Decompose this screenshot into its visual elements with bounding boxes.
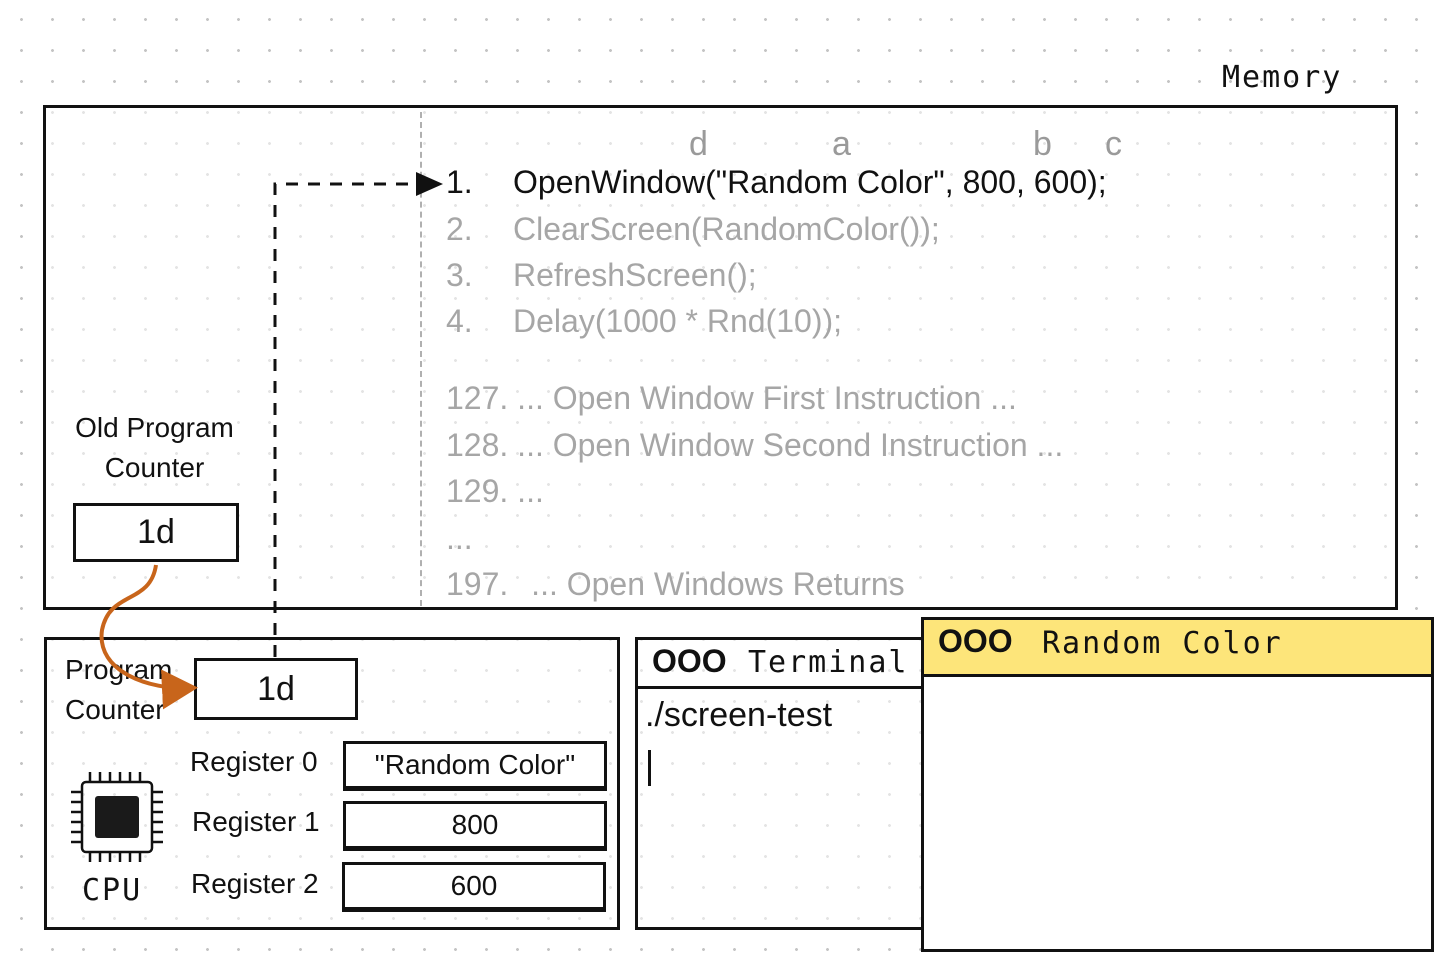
- code-line-ellipsis: ...: [446, 520, 473, 557]
- arg-letter-b: b: [1033, 125, 1052, 163]
- terminal-titlebar: [635, 637, 935, 689]
- line-text: RefreshScreen();: [513, 257, 757, 293]
- line-number: 127.: [446, 380, 509, 416]
- arg-letter-a: a: [832, 125, 851, 163]
- random-color-window-controls[interactable]: OOO: [938, 623, 1013, 659]
- program-counter-box: 1d: [194, 658, 358, 720]
- old-program-counter-box: 1d: [73, 503, 239, 562]
- line-text: ...: [517, 473, 544, 509]
- memory-title: Memory: [1222, 60, 1343, 95]
- line-text: ... Open Window First Instruction ...: [517, 380, 1017, 416]
- register-1-box: 800: [343, 801, 607, 849]
- line-text: ClearScreen(RandomColor());: [513, 211, 940, 247]
- program-counter-label: Program Counter: [65, 654, 173, 725]
- memory-panel: [43, 105, 1398, 610]
- line-number: 1.: [446, 164, 473, 200]
- code-line-129: 129. ...: [446, 473, 544, 510]
- terminal-command: ./screen-test: [645, 696, 833, 734]
- code-line-128: 128. ... Open Window Second Instruction …: [446, 427, 1063, 464]
- random-color-titlebar: [921, 617, 1434, 677]
- line-number: 129.: [446, 473, 509, 509]
- line-text: ... Open Windows Returns: [531, 566, 905, 602]
- cpu-chip-icon: [71, 772, 163, 862]
- terminal-title: Terminal: [748, 645, 909, 680]
- old-program-counter-label: Old Program Counter: [75, 412, 234, 483]
- line-number: 128.: [446, 427, 509, 463]
- arg-letter-d: d: [689, 125, 708, 163]
- line-number: 2.: [446, 211, 473, 247]
- line-text: OpenWindow("Random Color", 800, 600);: [513, 164, 1107, 200]
- line-number: 197.: [446, 566, 509, 602]
- line-number: 3.: [446, 257, 473, 293]
- code-line-197: 197. ... Open Windows Returns: [446, 566, 905, 603]
- register-0-label: Register 0: [190, 746, 318, 777]
- register-2-box: 600: [342, 862, 606, 910]
- register-0-box: "Random Color": [343, 741, 607, 789]
- terminal-window-controls[interactable]: OOO: [652, 643, 727, 679]
- cpu-label: CPU: [82, 873, 143, 908]
- register-1-label: Register 1: [192, 806, 320, 837]
- arg-letter-c: c: [1105, 125, 1122, 163]
- terminal-cursor: [648, 750, 651, 786]
- line-number: 4.: [446, 303, 473, 339]
- terminal-window: [635, 637, 935, 930]
- line-number: ...: [446, 520, 473, 556]
- memory-divider: [420, 112, 422, 606]
- register-2-label: Register 2: [191, 868, 319, 899]
- line-text: ... Open Window Second Instruction ...: [517, 427, 1064, 463]
- random-color-title: Random Color: [1042, 626, 1283, 661]
- line-text: Delay(1000 * Rnd(10));: [513, 303, 843, 339]
- code-line-127: 127. ... Open Window First Instruction .…: [446, 380, 1017, 417]
